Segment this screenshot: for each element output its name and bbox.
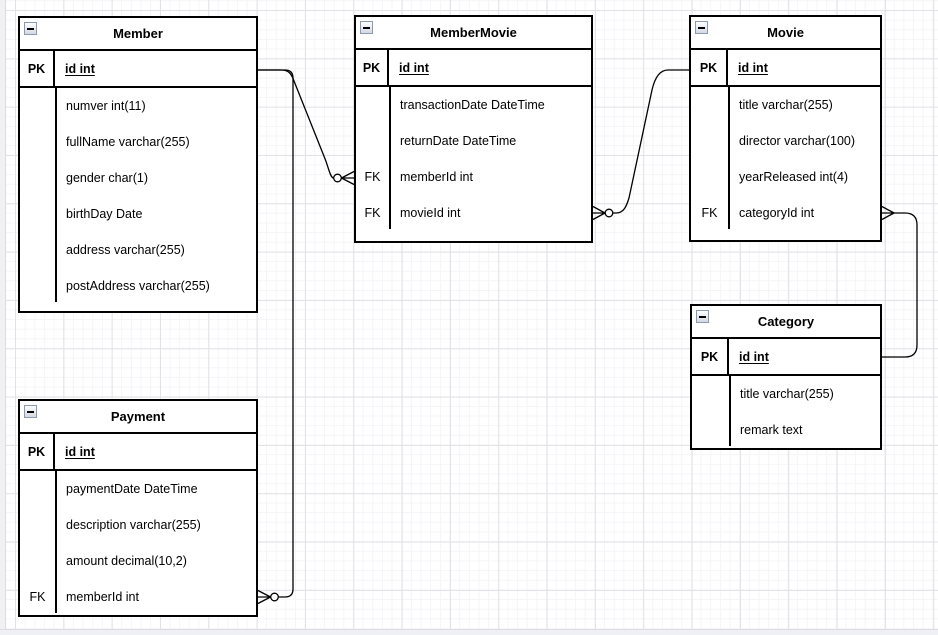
- field-row[interactable]: fullName varchar(255): [66, 135, 190, 149]
- column-divider: [389, 87, 391, 229]
- field-cell: id int: [399, 60, 429, 75]
- table-title: MemberMovie: [430, 25, 517, 40]
- field-row[interactable]: paymentDate DateTime: [66, 482, 198, 496]
- zero-cardinality-marker: [270, 592, 279, 602]
- table-title: Movie: [767, 25, 804, 40]
- pk-row[interactable]: PK id int: [20, 51, 256, 88]
- table-header[interactable]: Payment: [20, 401, 256, 434]
- table-member[interactable]: Member PK id int numver int(11) fullName…: [18, 16, 258, 313]
- minus-icon: [27, 27, 34, 30]
- field-cell: id int: [65, 444, 95, 459]
- field-row[interactable]: amount decimal(10,2): [66, 554, 187, 568]
- field-row[interactable]: remark text: [740, 423, 803, 437]
- zero-cardinality-marker: [333, 173, 342, 183]
- relation-member-payment[interactable]: [257, 69, 294, 605]
- pk-row[interactable]: PK id int: [20, 434, 256, 471]
- table-title: Payment: [110, 409, 166, 424]
- field-row[interactable]: gender char(1): [66, 171, 148, 185]
- table-payment[interactable]: Payment PK id int paymentDate DateTime d…: [18, 399, 258, 617]
- column-divider: [729, 376, 731, 446]
- canvas-edge-left: [0, 0, 6, 634]
- field-row[interactable]: postAddress varchar(255): [66, 279, 210, 293]
- table-title: Category: [757, 314, 815, 329]
- table-header[interactable]: Category: [692, 306, 880, 339]
- minus-icon: [699, 315, 706, 318]
- crows-foot-icon: [257, 589, 271, 605]
- crows-foot-icon: [592, 205, 606, 221]
- collapse-button[interactable]: [24, 22, 37, 35]
- edge-line: [612, 69, 689, 214]
- key-cell: PK: [356, 50, 389, 85]
- minus-icon: [27, 410, 34, 413]
- field-row[interactable]: birthDay Date: [66, 207, 143, 221]
- field-row[interactable]: transactionDate DateTime: [400, 98, 545, 112]
- field-row[interactable]: address varchar(255): [66, 243, 185, 257]
- crows-foot-icon: [341, 170, 355, 186]
- pk-row[interactable]: PK id int: [691, 50, 880, 87]
- pk-row[interactable]: PK id int: [356, 50, 591, 87]
- pk-row[interactable]: PK id int: [692, 339, 880, 376]
- key-cell: PK: [691, 50, 728, 85]
- collapse-button[interactable]: [696, 310, 709, 323]
- field-cell: id int: [65, 61, 95, 76]
- column-divider: [55, 88, 57, 302]
- field-row[interactable]: yearReleased int(4): [739, 170, 849, 184]
- field-cell: id int: [738, 60, 768, 75]
- relation-movie-membermovie[interactable]: [592, 69, 689, 221]
- relation-member-membermovie[interactable]: [258, 69, 355, 186]
- table-movie[interactable]: Movie PK id int title varchar(255) direc…: [689, 15, 882, 242]
- collapse-button[interactable]: [24, 405, 37, 418]
- field-row[interactable]: title varchar(255): [740, 387, 834, 401]
- field-row[interactable]: director varchar(100): [739, 134, 856, 148]
- table-title: Member: [113, 26, 163, 41]
- field-row[interactable]: description varchar(255): [66, 518, 201, 532]
- key-cell: PK: [20, 51, 55, 86]
- column-divider: [55, 471, 57, 613]
- column-divider: [728, 87, 730, 229]
- canvas-edge-bottom: [0, 629, 938, 635]
- key-cell: PK: [20, 434, 55, 469]
- edge-line: [258, 69, 334, 179]
- table-header[interactable]: Member: [20, 18, 256, 51]
- edge-line: [882, 212, 918, 358]
- collapse-button[interactable]: [360, 21, 373, 34]
- table-header[interactable]: MemberMovie: [356, 17, 591, 50]
- zero-cardinality-marker: [604, 208, 614, 218]
- minus-icon: [363, 26, 370, 29]
- edge-line: [258, 69, 294, 598]
- field-row[interactable]: title varchar(255): [739, 98, 833, 112]
- collapse-button[interactable]: [695, 21, 708, 34]
- table-header[interactable]: Movie: [691, 17, 880, 50]
- key-cell: PK: [692, 339, 729, 374]
- minus-icon: [698, 26, 705, 29]
- field-row[interactable]: numver int(11): [66, 99, 146, 113]
- table-membermovie[interactable]: MemberMovie PK id int transactionDate Da…: [354, 15, 593, 243]
- table-category[interactable]: Category PK id int title varchar(255) re…: [690, 304, 882, 450]
- relation-category-movie[interactable]: [881, 205, 918, 358]
- crows-foot-icon: [881, 205, 895, 221]
- field-row[interactable]: returnDate DateTime: [400, 134, 517, 148]
- field-cell: id int: [739, 349, 769, 364]
